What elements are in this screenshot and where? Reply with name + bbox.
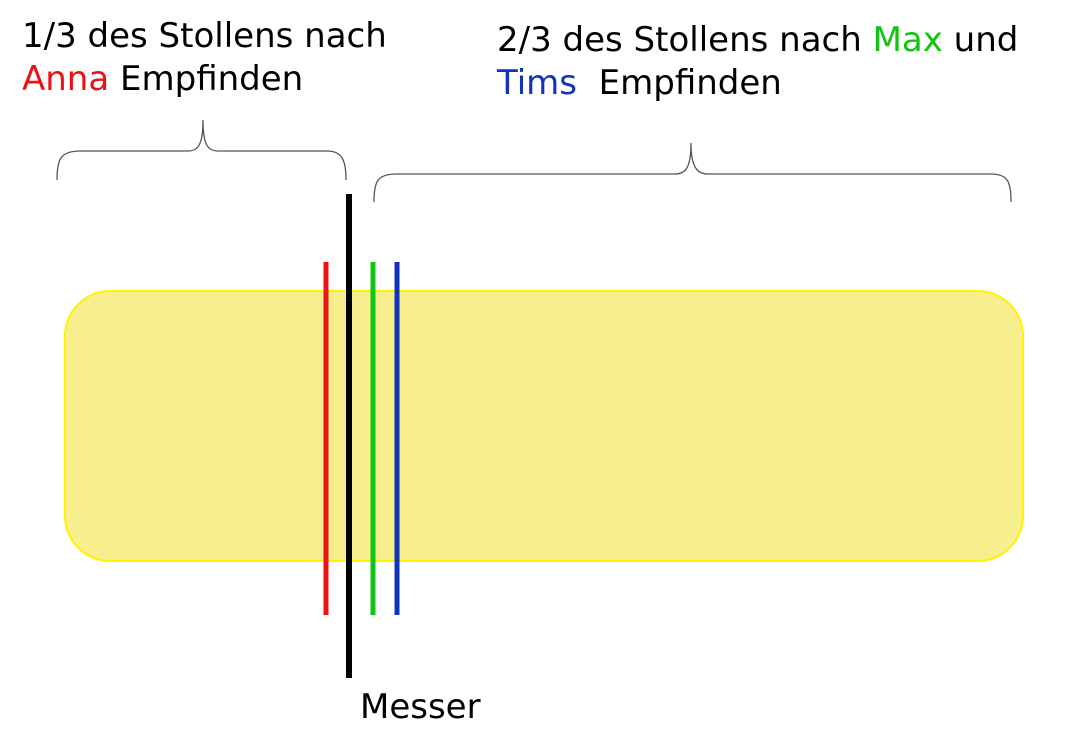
right-caption-line1-pre: 2/3 des Stollens nach [497, 20, 873, 60]
left-caption-line2: Anna Empfinden [22, 58, 387, 101]
left-caption-line2-rest: Empfinden [109, 59, 304, 99]
anna-name: Anna [22, 59, 110, 99]
knife-label: Messer [360, 687, 481, 727]
tims-name: Tims [497, 63, 578, 103]
right-caption-line1: 2/3 des Stollens nach Max und [497, 19, 1018, 62]
stollen-shape [64, 290, 1024, 562]
left-brace [56, 119, 347, 181]
right-caption-line1-post: und [942, 20, 1019, 60]
right-caption-line2-rest: Empfinden [577, 63, 782, 103]
right-caption: 2/3 des Stollens nach Max und Tims Empfi… [497, 19, 1018, 105]
left-caption-line1: 1/3 des Stollens nach [22, 16, 387, 56]
max-name: Max [872, 20, 943, 60]
right-caption-line2: Tims Empfinden [497, 62, 1018, 105]
left-caption: 1/3 des Stollens nach Anna Empfinden [22, 15, 387, 101]
right-brace [373, 142, 1012, 203]
